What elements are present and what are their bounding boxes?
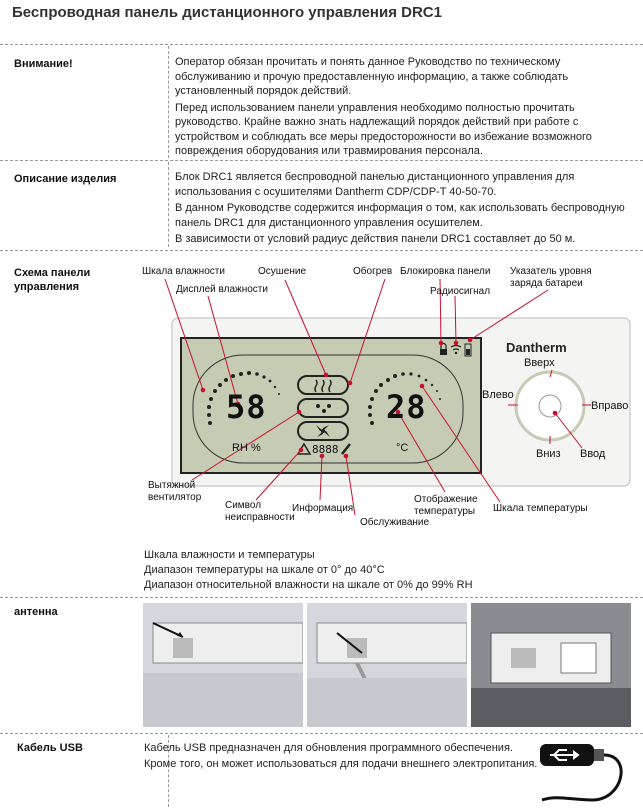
antenna-photo-3 xyxy=(471,603,631,727)
usb-cable-icon xyxy=(540,744,623,802)
description-paragraph: В зависимости от условий радиус действия… xyxy=(175,233,576,245)
page-title: Беспроводная панель дистанционного управ… xyxy=(12,4,442,21)
warning-paragraph: Перед использованием панели управления н… xyxy=(175,101,592,158)
divider-vertical xyxy=(168,162,169,247)
left-label: Влево xyxy=(482,389,514,401)
usb-label: Кабель USB xyxy=(17,742,83,754)
humidity-value: 58 xyxy=(226,388,267,426)
divider-vertical xyxy=(168,46,169,158)
schema-label: Схема панели управления xyxy=(14,267,91,293)
description-paragraph: В данном Руководстве содержится информац… xyxy=(175,202,625,229)
usb-text: Кабель USB предназначен для обновления п… xyxy=(144,740,537,772)
warning-text: Оператор обязан прочитать и понять данно… xyxy=(175,55,630,161)
humidity-unit: RH % xyxy=(232,442,261,454)
info-label: Информация xyxy=(292,503,354,514)
temperature-value: 28 xyxy=(386,388,427,426)
scale-notes: Шкала влажности и температуры Диапазон т… xyxy=(144,548,473,593)
humidity-display-label: Дисплей влажности xyxy=(176,284,268,295)
divider xyxy=(0,44,643,45)
panel-lock-label: Блокировка панели xyxy=(400,266,491,277)
antenna-label: антенна xyxy=(14,606,58,618)
divider xyxy=(0,597,643,598)
description-label: Описание изделия xyxy=(14,173,117,185)
usb-line: Кроме того, он может использоваться для … xyxy=(144,758,538,770)
fault-symbol-label: Символ неисправности xyxy=(225,500,295,523)
divider xyxy=(0,160,643,161)
temperature-unit: °C xyxy=(396,442,409,454)
antenna-photo-1 xyxy=(143,603,303,727)
scale-note: Диапазон температуры на шкале от 0° до 4… xyxy=(144,564,385,576)
scale-note: Шкала влажности и температуры xyxy=(144,549,315,561)
humidity-scale-label: Шкала влажности xyxy=(142,266,225,277)
enter-label: Ввод xyxy=(580,448,606,460)
warning-paragraph: Оператор обязан прочитать и понять данно… xyxy=(175,56,569,97)
right-label: Вправо xyxy=(591,400,629,412)
divider-vertical xyxy=(168,735,169,807)
antenna-photo-2 xyxy=(307,603,467,727)
dehumid-label: Осушение xyxy=(258,266,307,277)
scale-note: Диапазон относительной влажности на шкал… xyxy=(144,579,473,591)
usb-line: Кабель USB предназначен для обновления п… xyxy=(144,742,513,754)
down-label: Вниз xyxy=(536,448,561,460)
service-label: Обслуживание xyxy=(360,517,430,528)
temp-display-label: Отображение температуры xyxy=(414,494,478,517)
description-paragraph: Блок DRC1 является беспроводной панелью … xyxy=(175,171,575,198)
divider xyxy=(0,733,643,734)
radio-label: Радиосигнал xyxy=(430,286,491,297)
warning-label: Внимание! xyxy=(14,58,73,70)
divider xyxy=(0,250,643,251)
exhaust-fan-label: Вытяжной вентилятор xyxy=(148,480,202,503)
battery-label: Указатель уровня заряда батареи xyxy=(510,266,592,289)
info-value: 8888 xyxy=(312,443,339,456)
temp-scale-label: Шкала температуры xyxy=(493,503,588,514)
brand-logo: Dantherm xyxy=(506,340,567,355)
up-label: Вверх xyxy=(524,357,555,369)
panel-diagram xyxy=(164,278,631,516)
description-text: Блок DRC1 является беспроводной панелью … xyxy=(175,170,630,249)
heating-label: Обогрев xyxy=(353,266,393,277)
